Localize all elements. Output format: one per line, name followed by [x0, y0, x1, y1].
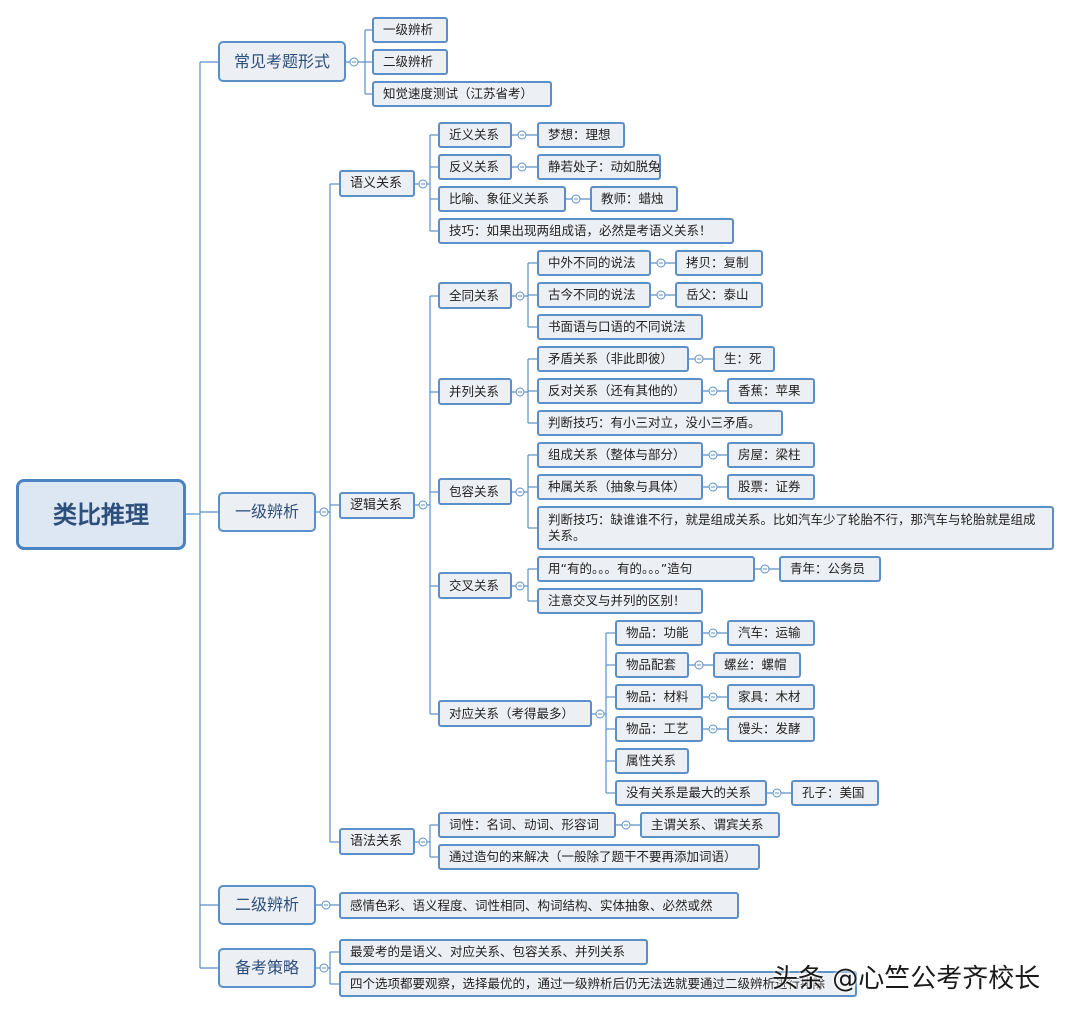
watermark-text: 头条 @心竺公考齐校长: [772, 964, 1041, 994]
inclusion-sub[interactable]: 组成关系（整体与部分）: [537, 442, 703, 468]
correspond-sub[interactable]: 属性关系: [615, 748, 689, 774]
example-item[interactable]: 馒头：发酵: [727, 716, 815, 742]
semantic-tip[interactable]: 技巧：如果出现两组成语，必然是考语义关系！: [438, 218, 734, 244]
antonym-relation[interactable]: 反义关系: [438, 154, 512, 180]
correspond-sub[interactable]: 物品：功能: [615, 620, 703, 646]
strategy-item[interactable]: 最爱考的是语义、对应关系、包容关系、并列关系: [339, 939, 648, 965]
semantic-relation[interactable]: 语义关系: [339, 170, 415, 197]
metaphor-relation[interactable]: 比喻、象征义关系: [438, 186, 566, 212]
example-item[interactable]: 梦想：理想: [537, 122, 625, 148]
common-form-item[interactable]: 知觉速度测试（江苏省考）: [372, 81, 552, 107]
inclusion-sub[interactable]: 种属关系（抽象与具体）: [537, 474, 703, 500]
identical-sub[interactable]: 中外不同的说法: [537, 250, 651, 276]
strategy-item[interactable]: 四个选项都要观察，选择最优的，通过一级辨析后仍无法选就要通过二级辨析进行排除: [339, 971, 857, 997]
example-item[interactable]: 静若处子：动如脱兔: [537, 154, 661, 180]
example-item[interactable]: 岳父：泰山: [675, 282, 763, 308]
correspond-sub[interactable]: 物品：工艺: [615, 716, 703, 742]
example-item[interactable]: 拷贝：复制: [675, 250, 763, 276]
correspond-sub[interactable]: 物品配套: [615, 652, 689, 678]
identical-sub[interactable]: 书面语与口语的不同说法: [537, 314, 703, 340]
example-item[interactable]: 主谓关系、谓宾关系: [640, 812, 780, 838]
grammar-tip[interactable]: 通过造句的来解决（一般除了题干不要再添加词语）: [438, 844, 760, 870]
branch-strategy[interactable]: 备考策略: [218, 948, 316, 988]
example-item[interactable]: 生：死: [713, 346, 775, 372]
branch-common-forms[interactable]: 常见考题形式: [218, 41, 346, 82]
identical-relation[interactable]: 全同关系: [438, 282, 512, 309]
example-item[interactable]: 汽车：运输: [727, 620, 815, 646]
cross-sub[interactable]: 用“有的。。。有的。。。”造句: [537, 556, 755, 582]
example-item[interactable]: 家具：木材: [727, 684, 815, 710]
correspond-relation[interactable]: 对应关系（考得最多）: [438, 700, 592, 727]
correspond-sub[interactable]: 没有关系是最大的关系: [615, 780, 767, 806]
correspond-sub[interactable]: 物品：材料: [615, 684, 703, 710]
grammar-relation[interactable]: 语法关系: [339, 828, 415, 855]
example-item[interactable]: 教师：蜡烛: [590, 186, 678, 212]
example-item[interactable]: 孔子：美国: [791, 780, 879, 806]
example-item[interactable]: 青年：公务员: [779, 556, 881, 582]
branch-level2[interactable]: 二级辨析: [218, 885, 316, 925]
cross-relation[interactable]: 交叉关系: [438, 572, 512, 599]
common-form-item[interactable]: 一级辨析: [372, 17, 448, 43]
example-item[interactable]: 房屋：梁柱: [727, 442, 815, 468]
root-node[interactable]: 类比推理: [16, 479, 186, 550]
identical-sub[interactable]: 古今不同的说法: [537, 282, 651, 308]
example-item[interactable]: 香蕉：苹果: [727, 378, 815, 404]
example-item[interactable]: 股票：证券: [727, 474, 815, 500]
branch-level1[interactable]: 一级辨析: [218, 492, 316, 532]
example-item[interactable]: 螺丝：螺帽: [713, 652, 801, 678]
level2-content[interactable]: 感情色彩、语义程度、词性相同、构词结构、实体抽象、必然或然: [339, 892, 739, 919]
common-form-item[interactable]: 二级辨析: [372, 49, 448, 75]
parallel-sub[interactable]: 反对关系（还有其他的）: [537, 378, 703, 404]
inclusion-relation[interactable]: 包容关系: [438, 478, 512, 505]
synonym-relation[interactable]: 近义关系: [438, 122, 512, 148]
inclusion-tip[interactable]: 判断技巧：缺谁谁不行，就是组成关系。比如汽车少了轮胎不行，那汽车与轮胎就是组成关…: [537, 506, 1054, 550]
parallel-tip[interactable]: 判断技巧：有小三对立，没小三矛盾。: [537, 410, 783, 436]
parallel-relation[interactable]: 并列关系: [438, 378, 512, 405]
grammar-pos[interactable]: 词性：名词、动词、形容词: [438, 812, 616, 838]
logic-relation[interactable]: 逻辑关系: [339, 492, 415, 519]
cross-tip[interactable]: 注意交叉与并列的区别！: [537, 588, 703, 614]
parallel-sub[interactable]: 矛盾关系（非此即彼）: [537, 346, 689, 372]
